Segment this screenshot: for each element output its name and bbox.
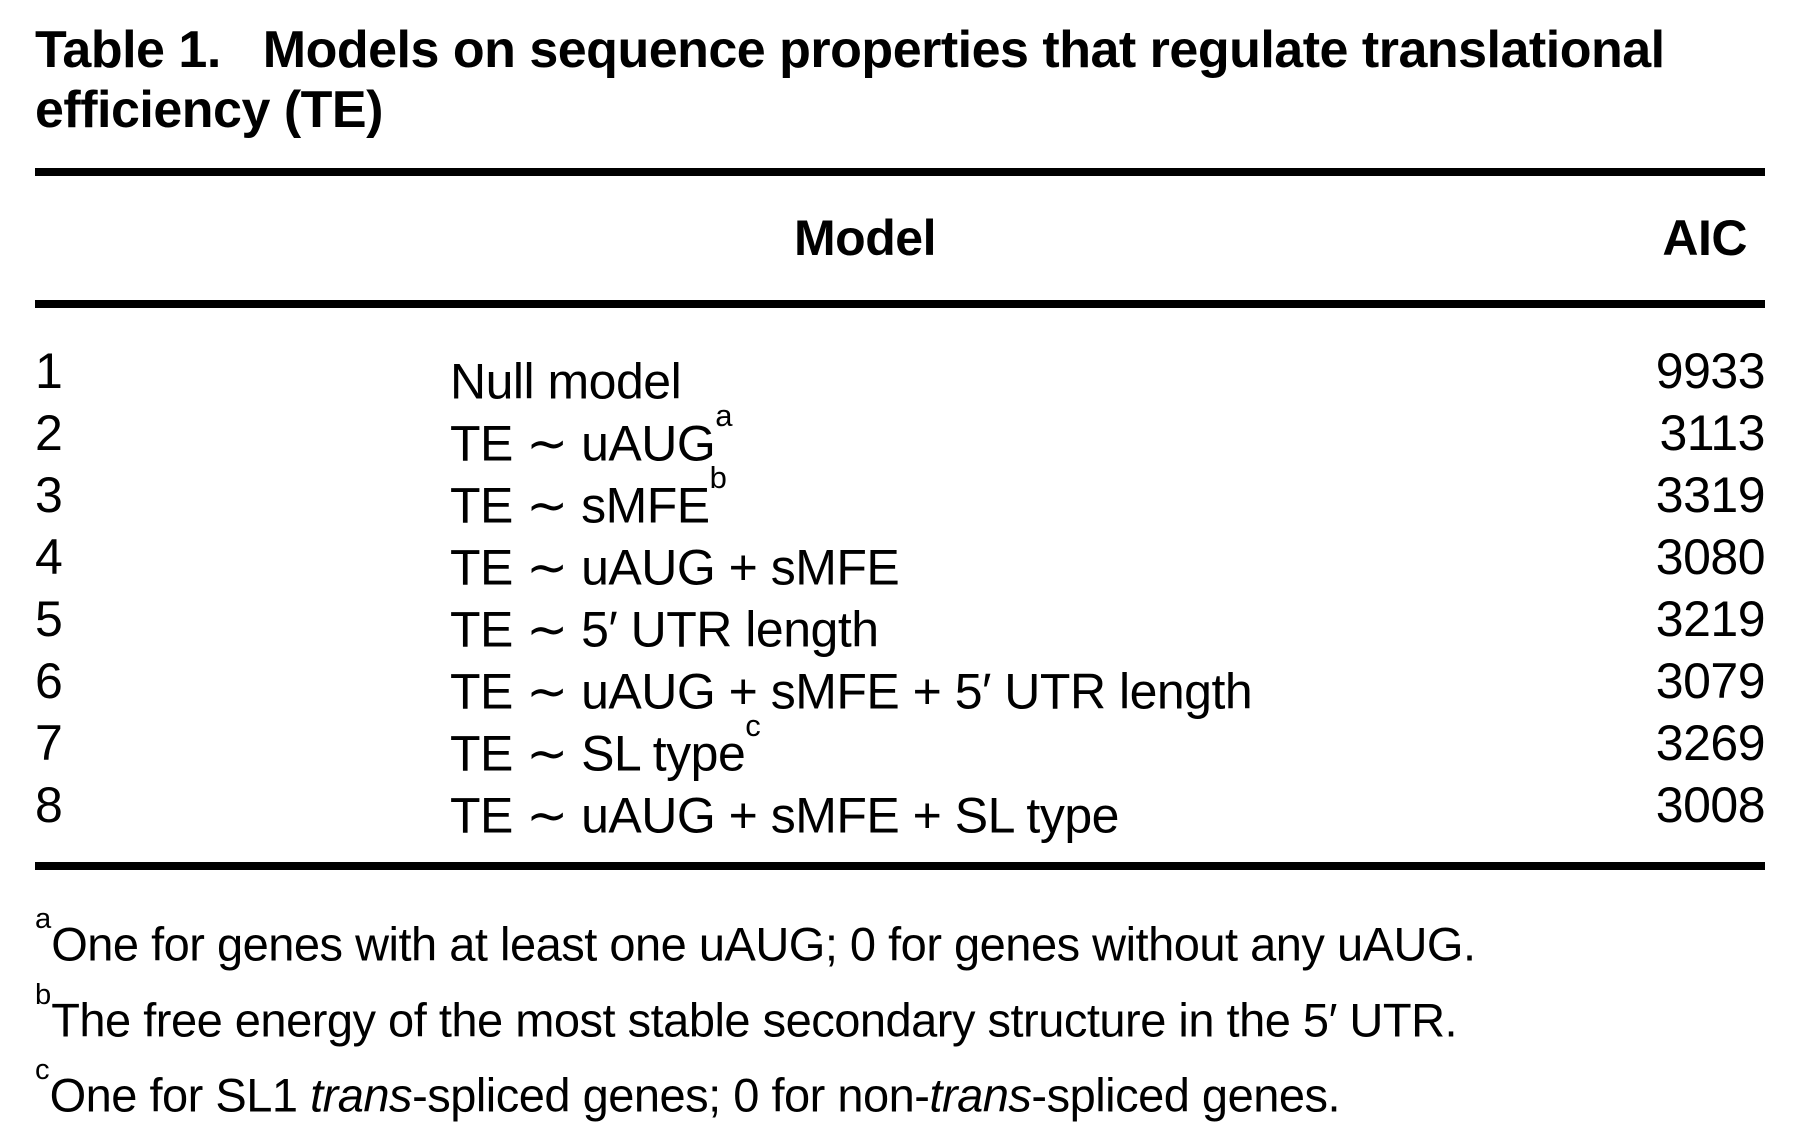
model-text: TE ∼ SL type xyxy=(450,725,746,782)
footnote-a: aOne for genes with at least one uAUG; 0… xyxy=(35,902,1765,978)
footnote-c-text3: -spliced genes. xyxy=(1031,1068,1341,1122)
model-number: 2 xyxy=(35,405,63,461)
model-number: 3 xyxy=(35,467,63,523)
footnote-marker-a: a xyxy=(35,902,52,935)
model-number: 7 xyxy=(35,715,63,771)
model-number: 1 xyxy=(35,343,63,399)
aic-value: 3319 xyxy=(1655,467,1766,523)
model-formula: Null model xyxy=(450,340,1585,413)
table-title-text: Models on sequence properties that regul… xyxy=(262,21,1665,79)
model-text: Null model xyxy=(450,353,682,410)
aic-value: 3113 xyxy=(1659,405,1765,461)
model-formula: TE ∼ sMFEb xyxy=(450,460,1585,537)
footnote-a-text: One for genes with at least one uAUG; 0 … xyxy=(51,917,1476,971)
aic-value: 3269 xyxy=(1655,715,1766,771)
model-number: 5 xyxy=(35,591,63,647)
table-header-row: Model AIC xyxy=(35,176,1765,300)
table-body: 1 Null model 9933 2 TE ∼ uAUGa 3113 3 TE ∼ sM… xyxy=(35,308,1766,844)
model-text: TE ∼ sMFE xyxy=(450,477,710,534)
aic-value: 9933 xyxy=(1655,343,1766,399)
table-row-2: 2 TE ∼ uAUGa 3113 xyxy=(35,398,1766,472)
footnote-c-italic1: trans xyxy=(310,1068,413,1122)
horizontal-rule-top xyxy=(35,168,1765,176)
model-text: TE ∼ uAUG + sMFE xyxy=(450,539,900,596)
table-row-5: 5 TE ∼ 5′ UTR length 3219 xyxy=(35,588,1766,658)
footnote-c-text1: One for SL1 xyxy=(49,1068,311,1122)
table-row-6: 6 TE ∼ uAUG + sMFE + 5′ UTR length 3079 xyxy=(35,650,1766,720)
table-row-8: 8 TE ∼ uAUG + sMFE + SL type 3008 xyxy=(35,774,1766,844)
footnote-marker-c: c xyxy=(35,1054,50,1087)
table-row-4: 4 TE ∼ uAUG + sMFE 3080 xyxy=(35,526,1766,596)
model-formula: TE ∼ uAUG + sMFE xyxy=(450,526,1585,599)
aic-value: 3079 xyxy=(1655,653,1766,709)
column-header-aic: AIC xyxy=(1662,210,1747,266)
footnote-c: cOne for SL1 trans-spliced genes; 0 for … xyxy=(35,1053,1765,1129)
footnote-marker-b: b xyxy=(35,978,52,1011)
footnote-marker: a xyxy=(715,397,733,433)
model-text: TE ∼ uAUG + sMFE + 5′ UTR length xyxy=(450,663,1253,720)
model-text: TE ∼ uAUG + sMFE + SL type xyxy=(450,787,1119,844)
aic-value: 3219 xyxy=(1655,591,1766,647)
footnote-marker: c xyxy=(745,707,761,743)
footnote-c-text2: -spliced genes; 0 for non- xyxy=(412,1068,930,1122)
horizontal-rule-bottom xyxy=(35,862,1765,870)
footnote-b-text: The free energy of the most stable secon… xyxy=(51,993,1458,1047)
horizontal-rule-middle xyxy=(35,300,1765,308)
model-formula: TE ∼ uAUGa xyxy=(450,398,1585,475)
model-formula: TE ∼ SL typec xyxy=(450,708,1585,785)
table-title: Table 1. Models on sequence properties th… xyxy=(35,20,1765,140)
model-formula: TE ∼ uAUG + sMFE + SL type xyxy=(450,774,1585,847)
table-title-line2: efficiency (TE) xyxy=(35,81,383,139)
column-header-model: Model xyxy=(794,210,936,266)
table-row-3: 3 TE ∼ sMFEb 3319 xyxy=(35,460,1766,534)
table-row-7: 7 TE ∼ SL typec 3269 xyxy=(35,708,1766,782)
table-number: Table 1. xyxy=(35,21,221,79)
aic-value: 3080 xyxy=(1655,529,1766,585)
aic-value: 3008 xyxy=(1655,777,1766,833)
model-formula: TE ∼ uAUG + sMFE + 5′ UTR length xyxy=(450,650,1585,723)
table-row-1: 1 Null model 9933 xyxy=(35,340,1766,410)
model-text: TE ∼ uAUG xyxy=(450,415,716,472)
model-number: 8 xyxy=(35,777,63,833)
model-formula: TE ∼ 5′ UTR length xyxy=(450,588,1585,661)
table-title-line1: Table 1. Models on sequence properties th… xyxy=(35,20,1765,80)
model-number: 6 xyxy=(35,653,63,709)
footnote-c-italic2: trans xyxy=(929,1068,1032,1122)
footnote-b: bThe free energy of the most stable seco… xyxy=(35,978,1765,1054)
footnote-marker: b xyxy=(709,459,727,495)
footnotes: aOne for genes with at least one uAUG; 0… xyxy=(35,870,1765,1129)
model-text: TE ∼ 5′ UTR length xyxy=(450,601,879,658)
model-number: 4 xyxy=(35,529,63,585)
